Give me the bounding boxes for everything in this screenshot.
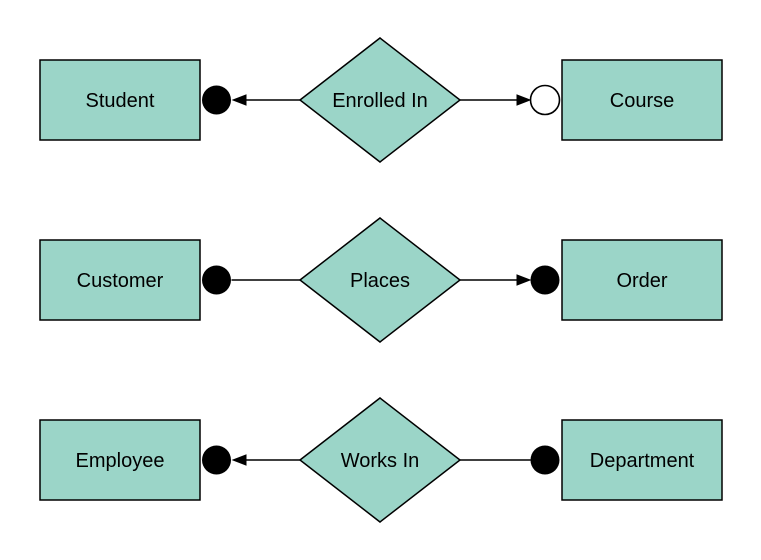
row-employee-works-in-department: Employee Works In Department — [39, 397, 723, 523]
connector-places-order[interactable] — [460, 265, 560, 295]
relationship-label-works-in: Works In — [341, 450, 420, 472]
row-student-enrolled-in-course: Student Enrolled In Course — [39, 37, 723, 163]
entity-label-employee: Employee — [76, 450, 165, 472]
open-dot-icon — [529, 84, 561, 116]
entity-box-customer[interactable] — [39, 239, 201, 321]
connector-student-enrolledin[interactable] — [202, 85, 300, 115]
filled-dot-icon — [530, 445, 560, 475]
connector-enrolledin-course[interactable] — [460, 84, 561, 116]
entity-label-order: Order — [616, 270, 667, 292]
entity-label-customer: Customer — [77, 270, 164, 292]
entity-box-course[interactable] — [561, 59, 723, 141]
entity-label-student: Student — [86, 90, 155, 112]
arrowhead-icon — [516, 94, 532, 106]
arrowhead-icon — [516, 274, 532, 286]
filled-dot-icon — [202, 445, 231, 475]
filled-dot-icon — [202, 265, 231, 295]
connector-customer-places[interactable] — [202, 265, 300, 295]
arrowhead-icon — [231, 454, 247, 466]
entity-box-student[interactable] — [39, 59, 201, 141]
connector-employee-worksin[interactable] — [202, 445, 300, 475]
entity-label-course: Course — [610, 90, 674, 112]
relationship-label-enrolled-in: Enrolled In — [332, 90, 428, 112]
relationship-label-places: Places — [350, 270, 410, 292]
entity-box-employee[interactable] — [39, 419, 201, 501]
arrowhead-icon — [231, 94, 247, 106]
entity-box-order[interactable] — [561, 239, 723, 321]
entity-label-department: Department — [590, 450, 695, 472]
filled-dot-icon — [530, 265, 560, 295]
entity-box-department[interactable] — [561, 419, 723, 501]
connector-worksin-department[interactable] — [460, 445, 560, 475]
filled-dot-icon — [202, 85, 231, 115]
row-customer-places-order: Customer Places Order — [39, 217, 723, 343]
